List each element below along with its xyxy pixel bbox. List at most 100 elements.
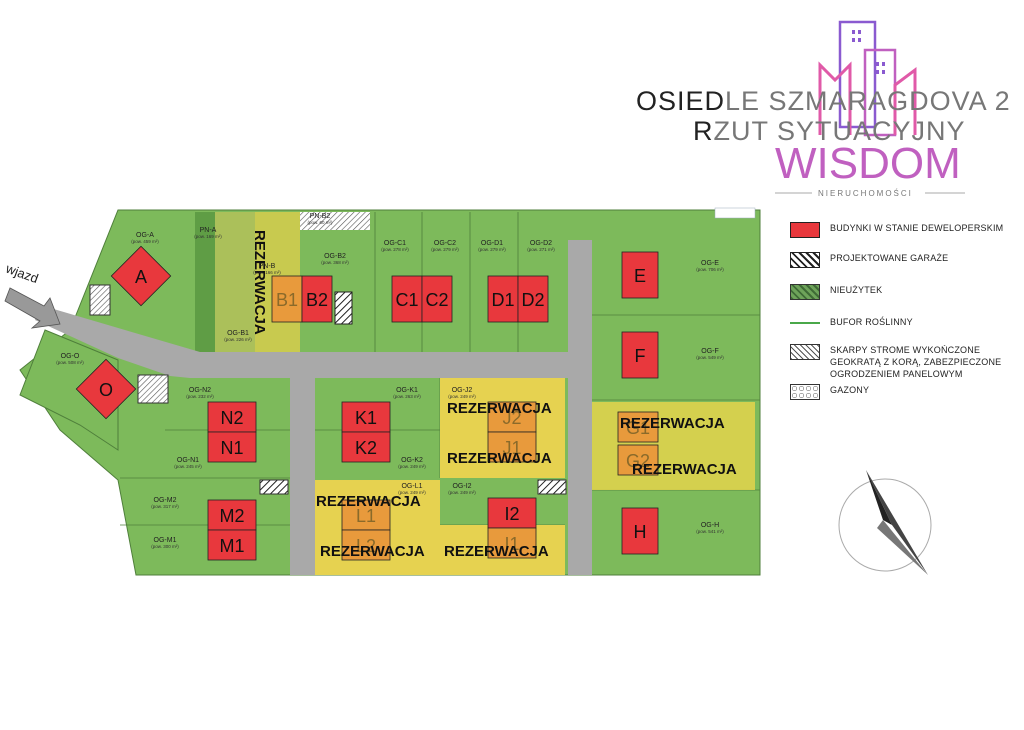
building-label: K1 bbox=[355, 408, 377, 428]
entrance-arrow bbox=[4, 287, 61, 329]
plot-area: (pow. 278 m²) bbox=[381, 247, 409, 252]
building-o[interactable]: O bbox=[75, 358, 137, 420]
logo-text: WISDOM bbox=[775, 139, 961, 188]
building-label: L1 bbox=[356, 506, 376, 526]
building-k2[interactable]: K2 bbox=[341, 431, 391, 463]
building-j1[interactable]: J1 bbox=[487, 431, 537, 463]
legend-item-wasteland: NIEUŻYTEK bbox=[790, 284, 1020, 300]
plot-area: (pow. 249 m²) bbox=[448, 490, 476, 495]
building-l2[interactable]: L2 bbox=[341, 529, 391, 561]
building-d1[interactable]: D1 bbox=[487, 275, 519, 323]
building-e[interactable]: E bbox=[621, 251, 659, 299]
plot-name: OG-K2 bbox=[401, 457, 423, 464]
building-label: I1 bbox=[504, 534, 519, 554]
building-label: J1 bbox=[502, 438, 521, 458]
plot-area: (pow. 249 m²) bbox=[398, 490, 426, 495]
building-h[interactable]: H bbox=[621, 507, 659, 555]
building-shape bbox=[207, 431, 257, 463]
plot-og-k1: OG-K1(pow. 263 m²) bbox=[393, 387, 421, 399]
plot-area: (pow. 169 m²) bbox=[194, 234, 222, 239]
building-shape bbox=[301, 275, 333, 323]
building-f[interactable]: F bbox=[621, 331, 659, 379]
building-g1[interactable]: G1 bbox=[617, 411, 659, 443]
plot-name: OG-J2 bbox=[452, 387, 473, 394]
plot-name: OG-C1 bbox=[384, 240, 406, 247]
plot-og-f: OG-F(pow. 549 m²) bbox=[696, 348, 724, 360]
legend-item-garages: PROJEKTOWANE GARAŻE bbox=[790, 252, 1020, 268]
plot-name: OG-C2 bbox=[434, 240, 456, 247]
page-title-line1: OSIEDLE SZMARAGDOVA 2 bbox=[636, 86, 1011, 116]
plot-area: (pow. 166 m²) bbox=[253, 270, 281, 275]
logo-subtitle: NIERUCHOMOŚCI bbox=[818, 189, 913, 198]
building-m1[interactable]: M1 bbox=[207, 529, 257, 561]
building-shape bbox=[487, 497, 537, 529]
reservation-label: REZERWACJA bbox=[632, 461, 737, 478]
building-g2[interactable]: G2 bbox=[617, 444, 659, 476]
plot-area: (pow. 459 m²) bbox=[131, 239, 159, 244]
building-swatch-icon bbox=[790, 222, 820, 238]
reservation-labels: REZERWACJAREZERWACJAREZERWACJAREZERWACJA… bbox=[251, 230, 737, 560]
reservation-label: REZERWACJA bbox=[620, 415, 725, 432]
building-i1[interactable]: I1 bbox=[487, 527, 537, 559]
plot-og-d1: OG-D1(pow. 279 m²) bbox=[478, 240, 506, 252]
plot-og-a: OG-A(pow. 459 m²) bbox=[131, 232, 159, 244]
building-label: C2 bbox=[425, 290, 448, 310]
plot-name: PN-B2 bbox=[310, 213, 331, 220]
building-l1[interactable]: L1 bbox=[341, 499, 391, 531]
building-label: G2 bbox=[626, 451, 650, 471]
building-label: I2 bbox=[504, 504, 519, 524]
slope-swatch-icon bbox=[790, 344, 820, 360]
building-a[interactable]: A bbox=[110, 245, 172, 307]
plot-area: (pow. 317 m²) bbox=[151, 504, 179, 509]
plot-og-b2: OG-B2(pow. 368 m²) bbox=[321, 253, 349, 265]
plot-name: OG-B1 bbox=[227, 330, 249, 337]
building-shape bbox=[421, 275, 453, 323]
plot-name: PN-A bbox=[200, 227, 217, 234]
plot-area: (pow. 300 m²) bbox=[151, 544, 179, 549]
plot-area: (pow. 279 m²) bbox=[478, 247, 506, 252]
building-n2[interactable]: N2 bbox=[207, 401, 257, 433]
building-m2[interactable]: M2 bbox=[207, 499, 257, 531]
building-label: L2 bbox=[356, 536, 376, 556]
plot-name: OG-E bbox=[701, 260, 719, 267]
plot-og-c1: OG-C1(pow. 278 m²) bbox=[381, 240, 409, 252]
building-n1[interactable]: N1 bbox=[207, 431, 257, 463]
building-shape bbox=[75, 358, 137, 420]
plot-og-l1: OG-L1(pow. 249 m²) bbox=[398, 483, 426, 495]
building-label: M2 bbox=[219, 506, 244, 526]
building-shape bbox=[487, 401, 537, 433]
building-shape bbox=[487, 431, 537, 463]
plot-labels: OG-A(pow. 459 m²)OG-O(pow. 508 m²)PN-A(p… bbox=[56, 213, 724, 549]
plot-og-b1: OG-B1(pow. 226 m²) bbox=[224, 330, 252, 342]
planter-swatch-icon bbox=[790, 384, 820, 400]
building-d2[interactable]: D2 bbox=[517, 275, 549, 323]
entrance-label: wjazd bbox=[3, 260, 40, 286]
plot-og-d2: OG-D2(pow. 271 m²) bbox=[527, 240, 555, 252]
building-i2[interactable]: I2 bbox=[487, 497, 537, 529]
building-label: K2 bbox=[355, 438, 377, 458]
plot-name: OG-B2 bbox=[324, 253, 346, 260]
plot-name: OG-M1 bbox=[154, 537, 177, 544]
plot-name: OG-N2 bbox=[189, 387, 211, 394]
building-shape bbox=[487, 275, 519, 323]
plot-name: OG-N1 bbox=[177, 457, 199, 464]
building-c2[interactable]: C2 bbox=[421, 275, 453, 323]
plot-og-m2: OG-M2(pow. 317 m²) bbox=[151, 497, 179, 509]
building-b1[interactable]: B1 bbox=[271, 275, 303, 323]
building-shape bbox=[617, 444, 659, 476]
building-shape bbox=[621, 331, 659, 379]
building-c1[interactable]: C1 bbox=[391, 275, 423, 323]
building-b2[interactable]: B2 bbox=[301, 275, 333, 323]
garages bbox=[89, 284, 567, 495]
plot-og-i2: OG-I2(pow. 249 m²) bbox=[448, 483, 476, 495]
plot-name: OG-M2 bbox=[154, 497, 177, 504]
plot-name: OG-D1 bbox=[481, 240, 503, 247]
building-label: E bbox=[634, 266, 646, 286]
plot-area: (pow. 549 m²) bbox=[696, 355, 724, 360]
plot-area: (pow. 541 m²) bbox=[696, 529, 724, 534]
building-k1[interactable]: K1 bbox=[341, 401, 391, 433]
plot-pn-a: PN-A(pow. 169 m²) bbox=[194, 227, 222, 239]
building-j2[interactable]: J2 bbox=[487, 401, 537, 433]
plot-name: OG-I2 bbox=[452, 483, 471, 490]
